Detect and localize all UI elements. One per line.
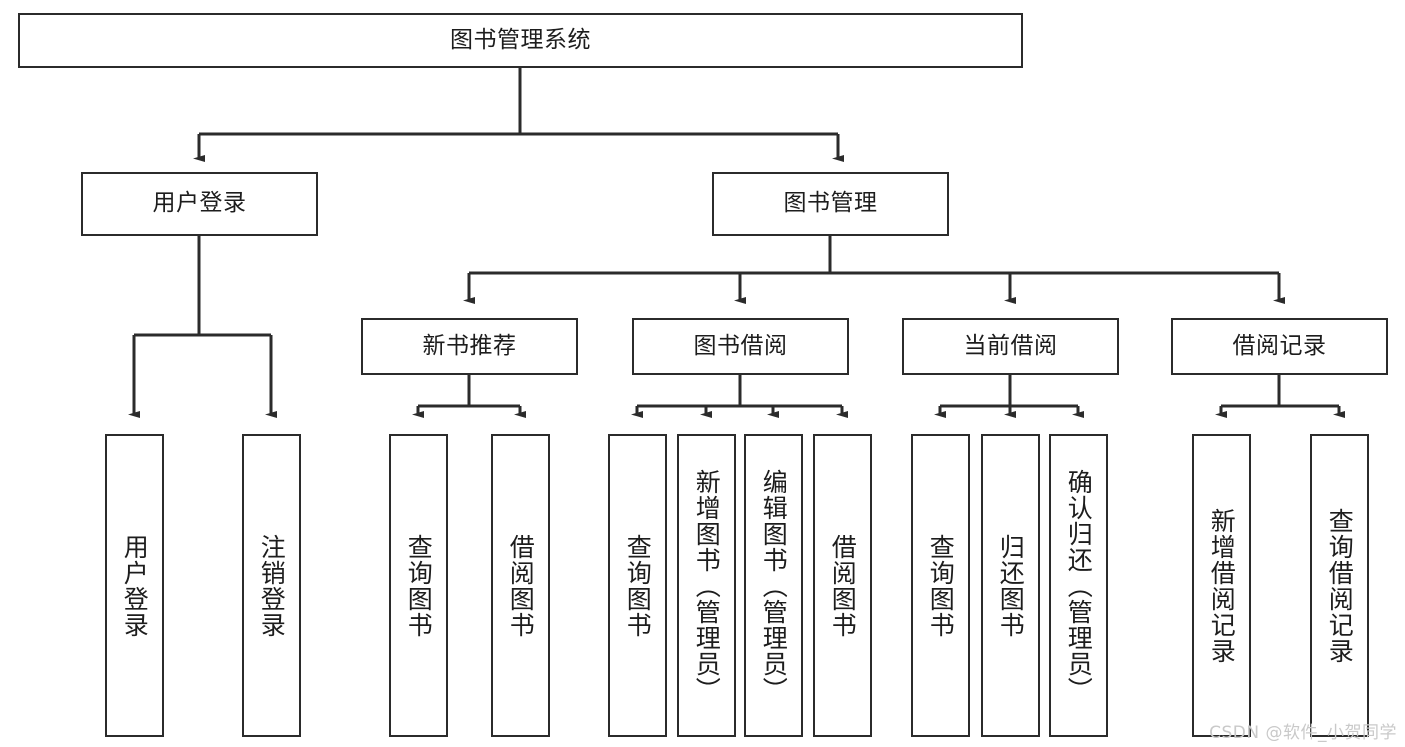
- leaf-return-book-label: 归还图书: [996, 533, 1026, 638]
- leaf-return-book[interactable]: 归还图书: [981, 434, 1040, 737]
- leaf-logout-login[interactable]: 注销登录: [242, 434, 301, 737]
- node-borrow-record[interactable]: 借阅记录: [1171, 318, 1388, 375]
- leaf-borrow-book-2-label: 借阅图书: [828, 533, 858, 638]
- leaf-query-book-1[interactable]: 查询图书: [389, 434, 448, 737]
- leaf-borrow-book-1-label: 借阅图书: [506, 533, 536, 638]
- leaf-query-book-3[interactable]: 查询图书: [911, 434, 970, 737]
- leaf-add-record-label: 新增借阅记录: [1207, 507, 1237, 664]
- node-current-borrow[interactable]: 当前借阅: [902, 318, 1119, 375]
- node-book-borrow-label: 图书借阅: [693, 332, 788, 359]
- csdn-watermark: CSDN @软件_小贺同学: [1209, 723, 1397, 743]
- node-user-login-label: 用户登录: [152, 190, 247, 217]
- leaf-user-login[interactable]: 用户登录: [105, 434, 164, 737]
- leaf-borrow-book-1[interactable]: 借阅图书: [491, 434, 550, 737]
- node-book-manage[interactable]: 图书管理: [712, 172, 949, 236]
- node-new-book-recommend[interactable]: 新书推荐: [361, 318, 578, 375]
- leaf-add-book[interactable]: 新增图书（管理员）: [677, 434, 736, 737]
- leaf-query-record-label: 查询借阅记录: [1325, 507, 1355, 664]
- leaf-borrow-book-2[interactable]: 借阅图书: [813, 434, 872, 737]
- node-book-manage-label: 图书管理: [783, 190, 878, 217]
- node-user-login[interactable]: 用户登录: [81, 172, 318, 236]
- node-book-borrow[interactable]: 图书借阅: [632, 318, 849, 375]
- node-root[interactable]: 图书管理系统: [18, 13, 1023, 68]
- leaf-add-book-label: 新增图书（管理员）: [692, 468, 722, 703]
- leaf-add-record[interactable]: 新增借阅记录: [1192, 434, 1251, 737]
- leaf-confirm-return[interactable]: 确认归还（管理员）: [1049, 434, 1108, 737]
- leaf-query-book-1-label: 查询图书: [404, 533, 434, 638]
- leaf-query-record[interactable]: 查询借阅记录: [1310, 434, 1369, 737]
- leaf-query-book-2-label: 查询图书: [623, 533, 653, 638]
- leaf-query-book-2[interactable]: 查询图书: [608, 434, 667, 737]
- leaf-user-login-label: 用户登录: [120, 533, 150, 638]
- leaf-edit-book[interactable]: 编辑图书（管理员）: [744, 434, 803, 737]
- leaf-confirm-return-label: 确认归还（管理员）: [1064, 468, 1094, 703]
- leaf-query-book-3-label: 查询图书: [926, 533, 956, 638]
- node-borrow-record-label: 借阅记录: [1232, 332, 1327, 359]
- leaf-logout-login-label: 注销登录: [257, 533, 287, 638]
- node-new-book-recommend-label: 新书推荐: [422, 332, 517, 359]
- leaf-edit-book-label: 编辑图书（管理员）: [759, 468, 789, 703]
- node-current-borrow-label: 当前借阅: [963, 332, 1058, 359]
- node-root-label: 图书管理系统: [450, 26, 591, 53]
